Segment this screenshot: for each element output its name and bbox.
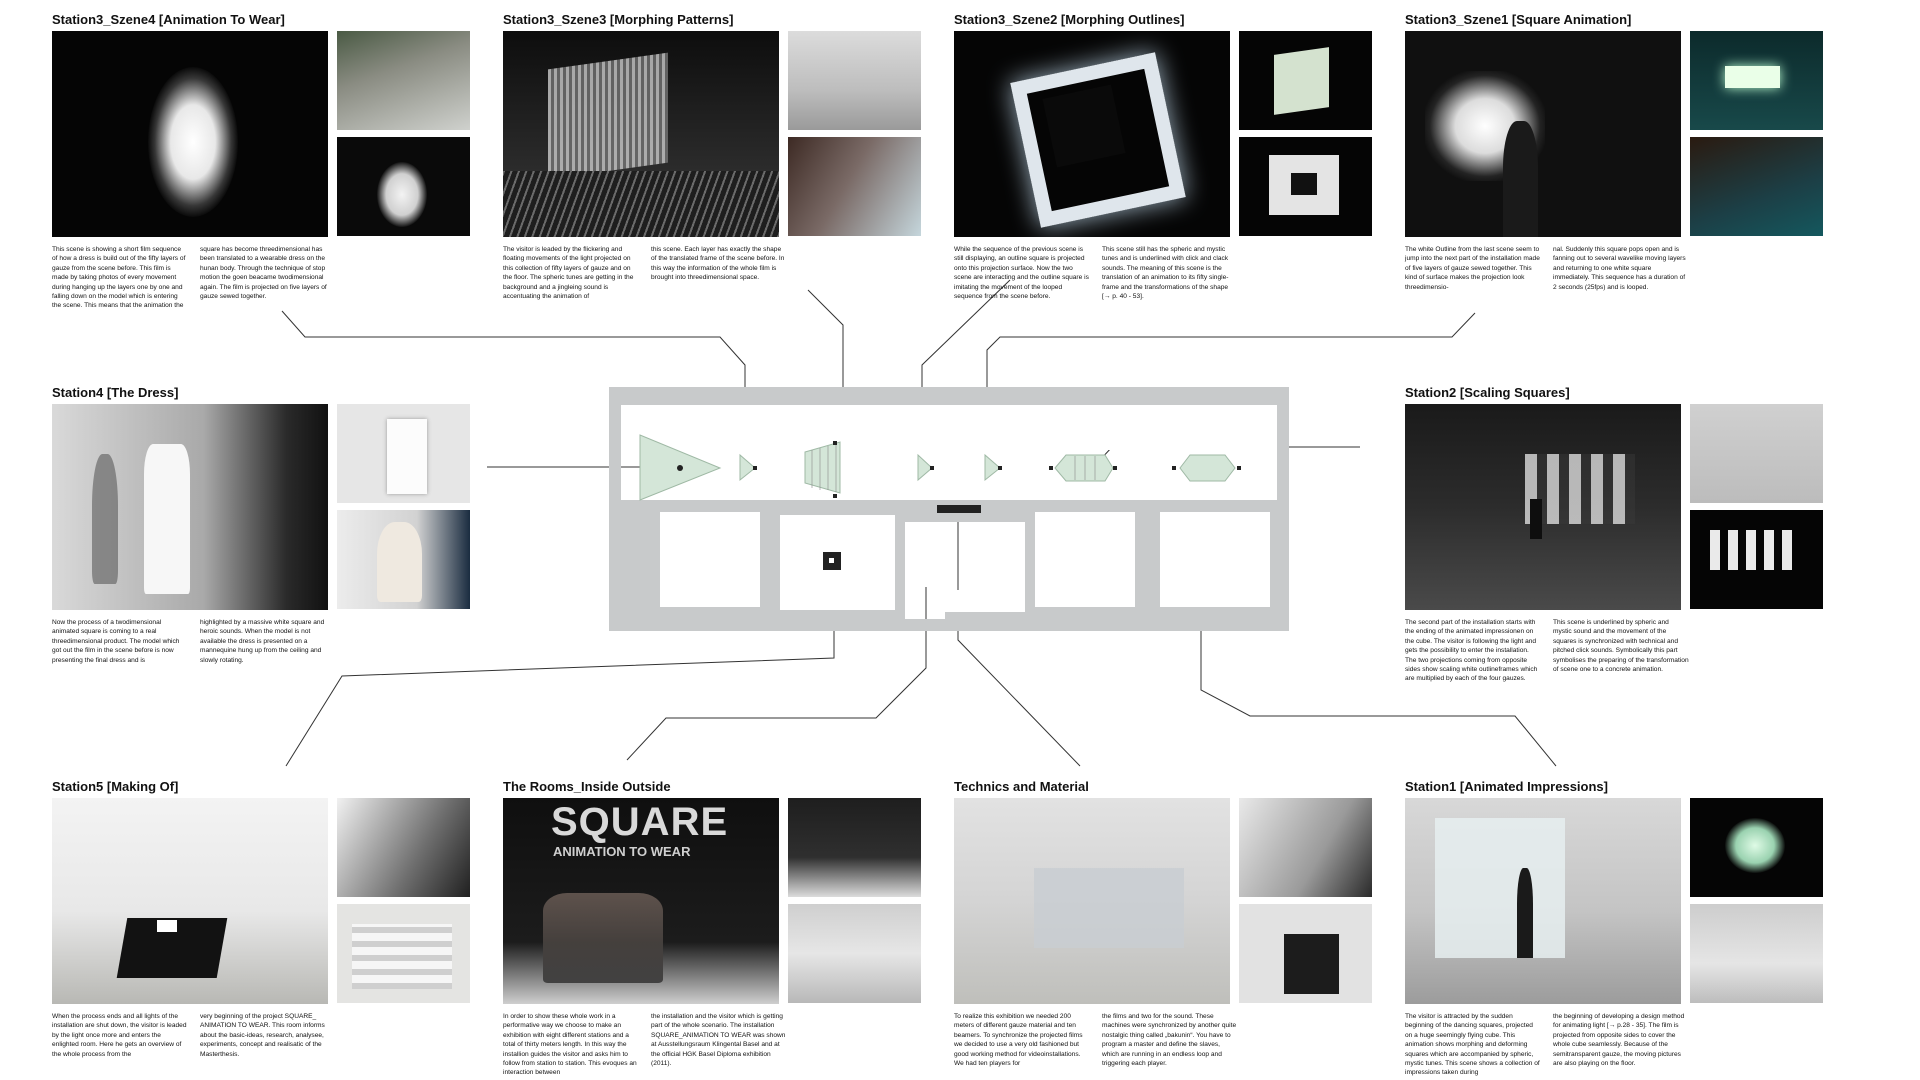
description-text: The visitor is leaded by the flickering … [503,246,634,301]
main-photo [1405,798,1681,1004]
projection-hexagon [1054,454,1114,482]
description-text: very beginning of the project SQUARE_ AN… [200,1013,325,1058]
station-card: The Rooms_Inside Outside SQUARE ANIMATIO… [503,779,925,1078]
station-card: Station1 [Animated Impressions] The visi… [1405,779,1827,1078]
main-photo [503,31,779,237]
main-photo [1405,404,1681,610]
projection-triangle [917,453,933,482]
projector-markers [677,441,1241,570]
thumbnail-photo [1690,137,1823,236]
station-title: Station4 [The Dress] [52,385,179,400]
description-text: To realize this exhibition we needed 200… [954,1013,1083,1068]
station-title: Station2 [Scaling Squares] [1405,385,1570,400]
station-card: Station3_Szene1 [Square Animation] The w… [1405,12,1827,292]
station-title: Station3_Szene1 [Square Animation] [1405,12,1632,27]
station-card: Station2 [Scaling Squares] The second pa… [1405,385,1827,684]
projection-hexagon [1179,454,1236,482]
description-text: square has become threedimensional has b… [200,246,327,301]
connector-line [807,289,844,432]
description-text: When the process ends and all lights of … [52,1013,187,1058]
station-title: Station3_Szene3 [Morphing Patterns] [503,12,734,27]
main-photo [954,31,1230,237]
description-text: This scene still has the spheric and mys… [1102,246,1229,301]
thumbnail-photo [788,31,921,130]
station-card: Technics and Material To realize this ex… [954,779,1376,1068]
station-title: Station3_Szene4 [Animation To Wear] [52,12,285,27]
thumbnail-photo [337,904,470,1003]
station-title: The Rooms_Inside Outside [503,779,671,794]
main-photo: SQUARE ANIMATION TO WEAR [503,798,779,1004]
thumbnail-photo [1690,404,1823,503]
thumbnail-photo [1239,798,1372,897]
thumbnail-photo [788,904,921,1003]
station-card: Station4 [The Dress] Now the process of … [52,385,474,665]
thumbnail-photo [337,798,470,897]
station-title: Station5 [Making Of] [52,779,179,794]
projection-triangle [639,434,722,501]
thumbnail-photo [337,510,470,609]
projection-triangle [984,453,1001,482]
thumbnail-photo [337,137,470,236]
station-title: Station1 [Animated Impressions] [1405,779,1608,794]
main-photo [52,404,328,610]
main-photo [52,31,328,237]
description-text: The visitor is attracted by the sudden b… [1405,1013,1540,1077]
connector-line [1099,446,1360,461]
description-text: Now the process of a twodimensional anim… [52,619,180,664]
description-text: The white Outline from the last scene se… [1405,246,1540,291]
description-text: the films and two for the sound. These m… [1102,1013,1237,1068]
description-text: The second part of the installation star… [1405,619,1538,683]
description-text: the installation and the visitor which i… [651,1013,786,1068]
station-card: Station3_Szene4 [Animation To Wear] This… [52,12,474,311]
description-text: this scene. Each layer has exactly the s… [651,246,785,282]
floor-plan [609,387,1289,631]
photo-caption-subtitle: ANIMATION TO WEAR [553,844,691,859]
description-text: This scene is showing a short film seque… [52,246,186,310]
main-photo [954,798,1230,1004]
description-text: This scene is underlined by spheric and … [1553,619,1689,674]
thumbnail-photo [1239,31,1372,130]
description-text: the beginning of developing a design met… [1553,1013,1685,1068]
thumbnail-photo [1690,31,1823,130]
main-photo [52,798,328,1004]
thumbnail-photo [1239,904,1372,1003]
thumbnail-photo [1690,904,1823,1003]
thumbnail-photo [1239,137,1372,236]
projection-triangle [739,453,756,482]
station-card: Station3_Szene3 [Morphing Patterns] The … [503,12,925,301]
thumbnail-photo [1690,798,1823,897]
connector-line [626,587,927,761]
description-text: nal. Suddenly this square pops open and … [1553,246,1686,291]
projection-surfaces [639,434,1236,501]
main-photo [1405,31,1681,237]
thumbnail-photo [788,798,921,897]
thumbnail-photo [337,404,470,503]
thumbnail-photo [1690,510,1823,609]
description-text: highlighted by a massive white square an… [200,619,325,664]
description-text: In order to show these whole work in a p… [503,1013,637,1077]
station-title: Station3_Szene2 [Morphing Outlines] [954,12,1185,27]
station-card: Station3_Szene2 [Morphing Outlines] Whil… [954,12,1376,301]
connector-line [921,279,1011,432]
connector-line [957,516,1081,767]
thumbnail-photo [337,31,470,130]
projection-layers [804,441,841,494]
description-text: While the sequence of the previous scene… [954,246,1089,301]
photo-caption-square: SQUARE [551,800,729,844]
station-title: Technics and Material [954,779,1089,794]
thumbnail-photo [788,137,921,236]
station-card: Station5 [Making Of] When the process en… [52,779,474,1059]
connector-line [986,312,1476,432]
